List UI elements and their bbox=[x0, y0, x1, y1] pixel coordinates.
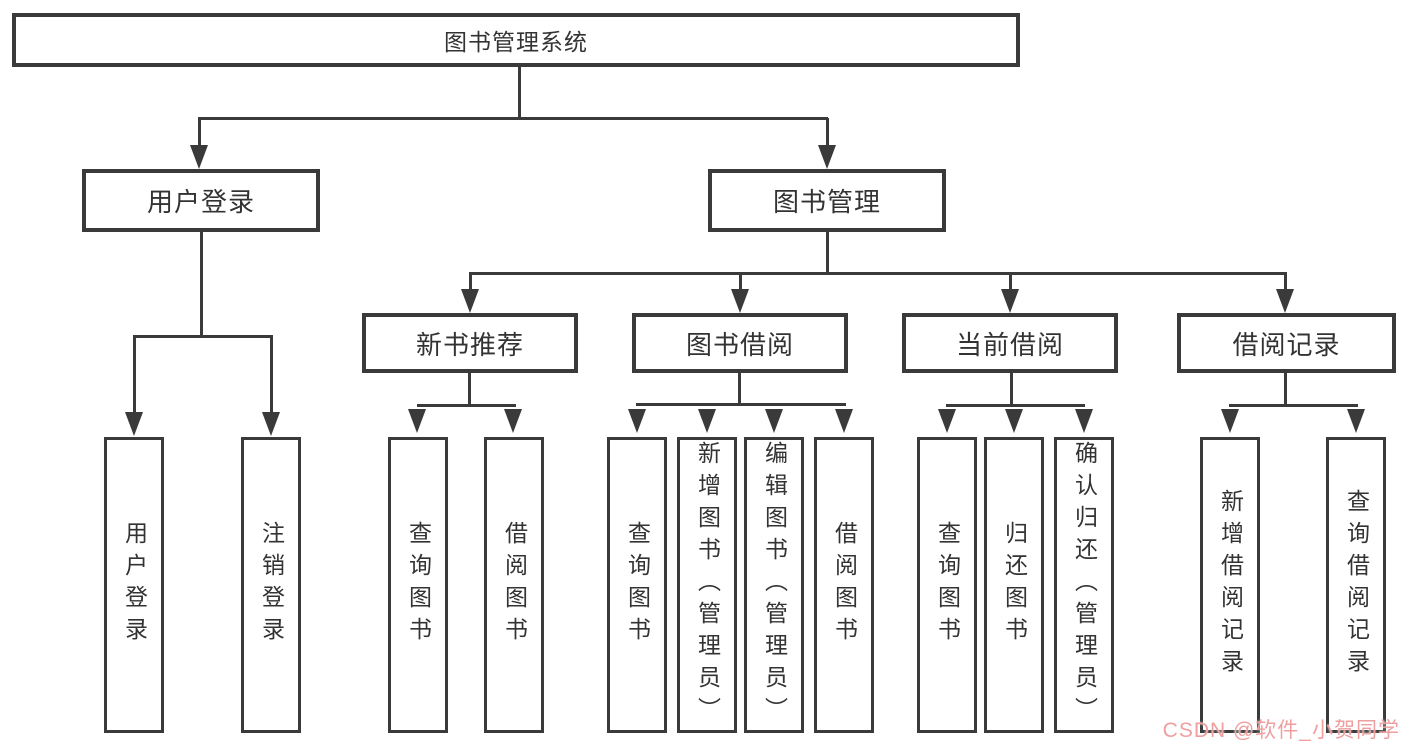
edge-borrowrecord-stem bbox=[1284, 373, 1287, 406]
node-label: 用户登录 bbox=[146, 187, 255, 217]
arrow-to-borrow-record bbox=[1276, 289, 1294, 313]
node-label: 查询图书 bbox=[405, 521, 432, 649]
edge-bookmgmt-stem bbox=[826, 232, 829, 273]
arrow-currentborrow-leaf-1 bbox=[938, 409, 956, 433]
node-user-login: 用户登录 bbox=[82, 169, 320, 232]
arrow-borrowrecord-leaf-2 bbox=[1347, 409, 1365, 433]
node-label: 图书管理系统 bbox=[444, 29, 588, 55]
node-label: 借阅图书 bbox=[501, 521, 528, 649]
edge-currentborrow-stem bbox=[1010, 373, 1013, 406]
node-label: 当前借阅 bbox=[955, 329, 1064, 360]
arrow-bookborrow-leaf-2 bbox=[698, 409, 716, 433]
arrow-currentborrow-leaf-2 bbox=[1005, 409, 1023, 433]
edge-root-branch bbox=[198, 117, 828, 120]
edge-newbook-branch bbox=[417, 404, 516, 407]
edge-userlogin-right-stem bbox=[270, 335, 273, 415]
node-label: 用户登录 bbox=[121, 521, 148, 649]
arrow-to-user-login bbox=[190, 145, 208, 169]
edge-newbook-stem bbox=[468, 373, 471, 407]
leaf-currentborrow-confirm: 确认归还（管理员） bbox=[1054, 437, 1114, 733]
arrow-bookborrow-leaf-3 bbox=[765, 409, 783, 433]
leaf-newbook-query: 查询图书 bbox=[388, 437, 448, 733]
node-label: 借阅记录 bbox=[1232, 329, 1341, 360]
node-label: 图书管理 bbox=[772, 187, 881, 217]
arrow-to-book-mgmt bbox=[818, 145, 836, 169]
arrow-borrowrecord-leaf-1 bbox=[1221, 409, 1239, 433]
arrow-bookborrow-leaf-4 bbox=[835, 409, 853, 433]
edge-borrowrecord-branch bbox=[1229, 404, 1358, 407]
node-new-book: 新书推荐 bbox=[362, 313, 578, 373]
leaf-newbook-borrow: 借阅图书 bbox=[484, 437, 544, 733]
leaf-bookborrow-edit: 编辑图书（管理员） bbox=[744, 437, 804, 733]
leaf-currentborrow-return: 归还图书 bbox=[984, 437, 1044, 733]
leaf-borrowrecord-query: 查询借阅记录 bbox=[1326, 437, 1386, 733]
arrow-to-new-book bbox=[461, 289, 479, 313]
leaf-borrowrecord-add: 新增借阅记录 bbox=[1200, 437, 1260, 733]
leaf-user-login: 用户登录 bbox=[104, 437, 164, 733]
node-label: 新增借阅记录 bbox=[1217, 489, 1244, 681]
leaf-bookborrow-borrow: 借阅图书 bbox=[814, 437, 874, 733]
node-label: 查询借阅记录 bbox=[1343, 489, 1370, 681]
edge-userlogin-branch bbox=[133, 335, 273, 338]
node-book-mgmt: 图书管理 bbox=[708, 169, 946, 232]
node-label: 编辑图书（管理员） bbox=[761, 441, 788, 729]
edge-userlogin-left-stem bbox=[133, 335, 136, 415]
arrow-to-book-borrow bbox=[731, 289, 749, 313]
node-label: 注销登录 bbox=[258, 521, 285, 649]
node-label: 借阅图书 bbox=[831, 521, 858, 649]
node-label: 确认归还（管理员） bbox=[1071, 441, 1098, 729]
leaf-logout: 注销登录 bbox=[241, 437, 301, 733]
edge-root-left-stem bbox=[198, 118, 201, 150]
edge-l3-stem-4 bbox=[1284, 272, 1287, 294]
arrow-to-current-borrow bbox=[1001, 289, 1019, 313]
leaf-bookborrow-query: 查询图书 bbox=[607, 437, 667, 733]
leaf-currentborrow-query: 查询图书 bbox=[917, 437, 977, 733]
node-root-library-system: 图书管理系统 bbox=[12, 13, 1020, 67]
arrow-currentborrow-leaf-3 bbox=[1075, 409, 1093, 433]
node-label: 查询图书 bbox=[934, 521, 961, 649]
arrow-to-leaf-logout bbox=[262, 412, 280, 436]
edge-root-right-stem bbox=[826, 118, 829, 150]
edge-bookmgmt-branch bbox=[469, 272, 1287, 275]
node-label: 查询图书 bbox=[624, 521, 651, 649]
edge-root-stem bbox=[518, 67, 521, 118]
edge-bookborrow-stem bbox=[738, 373, 741, 406]
arrow-newbook-leaf-2 bbox=[504, 409, 522, 433]
arrow-newbook-leaf-1 bbox=[408, 409, 426, 433]
edge-l3-stem-3 bbox=[1009, 272, 1012, 294]
node-label: 图书借阅 bbox=[685, 329, 794, 360]
csdn-watermark: CSDN @软件_小贺同学 bbox=[1162, 719, 1400, 742]
arrow-bookborrow-leaf-1 bbox=[628, 409, 646, 433]
edge-l3-stem-1 bbox=[469, 272, 472, 294]
leaf-bookborrow-add: 新增图书（管理员） bbox=[677, 437, 737, 733]
node-book-borrow: 图书借阅 bbox=[632, 313, 848, 373]
edge-bookborrow-branch bbox=[636, 403, 846, 406]
edge-userlogin-stem bbox=[200, 232, 203, 336]
node-label: 新书推荐 bbox=[415, 329, 524, 360]
node-current-borrow: 当前借阅 bbox=[902, 313, 1118, 373]
edge-l3-stem-2 bbox=[739, 272, 742, 294]
node-label: 新增图书（管理员） bbox=[694, 441, 721, 729]
edge-currentborrow-branch bbox=[946, 404, 1085, 407]
arrow-to-leaf-login bbox=[125, 412, 143, 436]
node-borrow-record: 借阅记录 bbox=[1177, 313, 1396, 373]
node-label: 归还图书 bbox=[1001, 521, 1028, 649]
